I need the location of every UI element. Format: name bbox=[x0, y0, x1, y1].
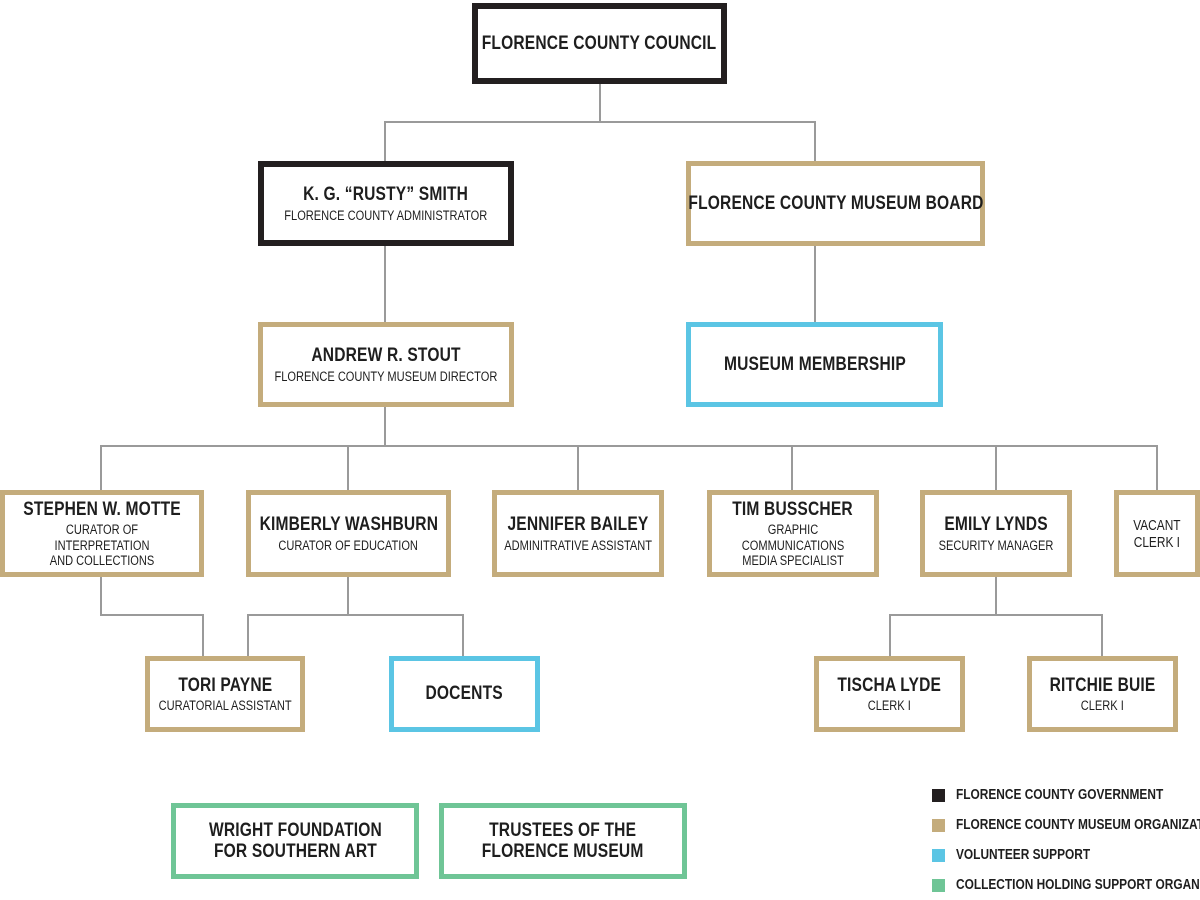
legend-item: FLORENCE COUNTY MUSEUM ORGANIZATION bbox=[932, 810, 1200, 840]
legend-label: VOLUNTEER SUPPORT bbox=[956, 847, 1091, 863]
sub-staff-lyde-title: CLERK I bbox=[867, 698, 912, 714]
support-wright-box: WRIGHT FOUNDATION FOR SOUTHERN ART bbox=[171, 803, 419, 879]
staff-washburn-title: CURATOR OF EDUCATION bbox=[278, 537, 419, 553]
legend-swatch bbox=[932, 878, 945, 892]
staff-bailey-box: JENNIFER BAILEY ADMINITRATIVE ASSISTANT bbox=[492, 490, 664, 577]
support-trustees-name: TRUSTEES OF THE FLORENCE MUSEUM bbox=[482, 819, 644, 862]
administrator-title: FLORENCE COUNTY ADMINISTRATOR bbox=[284, 207, 488, 223]
staff-busscher-title: GRAPHIC COMMUNICATIONS MEDIA SPECIALIST bbox=[741, 522, 845, 568]
staff-lynds-title: SECURITY MANAGER bbox=[938, 537, 1054, 553]
legend-swatch bbox=[932, 818, 945, 832]
director-title: FLORENCE COUNTY MUSEUM DIRECTOR bbox=[274, 368, 498, 384]
museum-board-name: FLORENCE COUNTY MUSEUM BOARD bbox=[687, 192, 984, 214]
staff-lynds-name: EMILY LYNDS bbox=[944, 514, 1048, 536]
connector-lynds-branch bbox=[889, 614, 1103, 658]
council-name: FLORENCE COUNTY COUNCIL bbox=[482, 32, 717, 54]
legend-swatch bbox=[932, 848, 945, 862]
docents-box: DOCENTS bbox=[389, 656, 540, 732]
legend-swatch bbox=[932, 788, 945, 802]
administrator-box: K. G. “RUSTY” SMITH FLORENCE COUNTY ADMI… bbox=[258, 161, 514, 246]
staff-bailey-title: ADMINITRATIVE ASSISTANT bbox=[504, 537, 652, 553]
legend-item: VOLUNTEER SUPPORT bbox=[932, 840, 1200, 870]
staff-washburn-name: KIMBERLY WASHBURN bbox=[259, 514, 438, 536]
staff-motte-name: STEPHEN W. MOTTE bbox=[23, 499, 181, 521]
sub-staff-buie-title: CLERK I bbox=[1080, 698, 1125, 714]
legend: FLORENCE COUNTY GOVERNMENT FLORENCE COUN… bbox=[932, 780, 1200, 900]
staff-vacant-title: VACANT CLERK I bbox=[1133, 518, 1181, 551]
staff-bailey-name: JENNIFER BAILEY bbox=[507, 514, 649, 536]
museum-board-box: FLORENCE COUNTY MUSEUM BOARD bbox=[686, 161, 985, 246]
staff-washburn-box: KIMBERLY WASHBURN CURATOR OF EDUCATION bbox=[246, 490, 451, 577]
sub-staff-buie-box: RITCHIE BUIE CLERK I bbox=[1027, 656, 1178, 732]
sub-staff-lyde-name: TISCHA LYDE bbox=[837, 674, 942, 696]
staff-motte-title: CURATOR OF INTERPRETATION AND COLLECTION… bbox=[49, 522, 155, 568]
membership-name: MUSEUM MEMBERSHIP bbox=[723, 353, 906, 375]
sub-staff-payne-box: TORI PAYNE CURATORIAL ASSISTANT bbox=[145, 656, 305, 732]
staff-lynds-box: EMILY LYNDS SECURITY MANAGER bbox=[920, 490, 1072, 577]
membership-box: MUSEUM MEMBERSHIP bbox=[686, 322, 943, 407]
sub-staff-payne-name: TORI PAYNE bbox=[177, 674, 272, 696]
staff-busscher-box: TIM BUSSCHER GRAPHIC COMMUNICATIONS MEDI… bbox=[707, 490, 879, 577]
staff-vacant-box: VACANT CLERK I bbox=[1114, 490, 1200, 577]
legend-label: COLLECTION HOLDING SUPPORT ORGANIZATION bbox=[956, 877, 1200, 893]
legend-item: COLLECTION HOLDING SUPPORT ORGANIZATION bbox=[932, 870, 1200, 900]
council-box: FLORENCE COUNTY COUNCIL bbox=[472, 3, 727, 84]
connector-washburn-branch bbox=[247, 614, 464, 658]
sub-staff-lyde-box: TISCHA LYDE CLERK I bbox=[814, 656, 965, 732]
sub-staff-buie-name: RITCHIE BUIE bbox=[1049, 674, 1156, 696]
connector-council-branch bbox=[384, 121, 816, 163]
docents-name: DOCENTS bbox=[425, 683, 504, 705]
director-box: ANDREW R. STOUT FLORENCE COUNTY MUSEUM D… bbox=[258, 322, 514, 407]
legend-item: FLORENCE COUNTY GOVERNMENT bbox=[932, 780, 1200, 810]
staff-motte-box: STEPHEN W. MOTTE CURATOR OF INTERPRETATI… bbox=[0, 490, 204, 577]
support-trustees-box: TRUSTEES OF THE FLORENCE MUSEUM bbox=[439, 803, 687, 879]
legend-label: FLORENCE COUNTY MUSEUM ORGANIZATION bbox=[956, 817, 1200, 833]
director-name: ANDREW R. STOUT bbox=[311, 345, 461, 367]
legend-label: FLORENCE COUNTY GOVERNMENT bbox=[956, 787, 1164, 803]
sub-staff-payne-title: CURATORIAL ASSISTANT bbox=[158, 698, 292, 714]
administrator-name: K. G. “RUSTY” SMITH bbox=[303, 184, 469, 206]
staff-busscher-name: TIM BUSSCHER bbox=[732, 499, 854, 521]
connector-motte-payne bbox=[100, 575, 204, 658]
support-wright-name: WRIGHT FOUNDATION FOR SOUTHERN ART bbox=[208, 819, 382, 862]
connector-staff-branch bbox=[100, 445, 1158, 492]
